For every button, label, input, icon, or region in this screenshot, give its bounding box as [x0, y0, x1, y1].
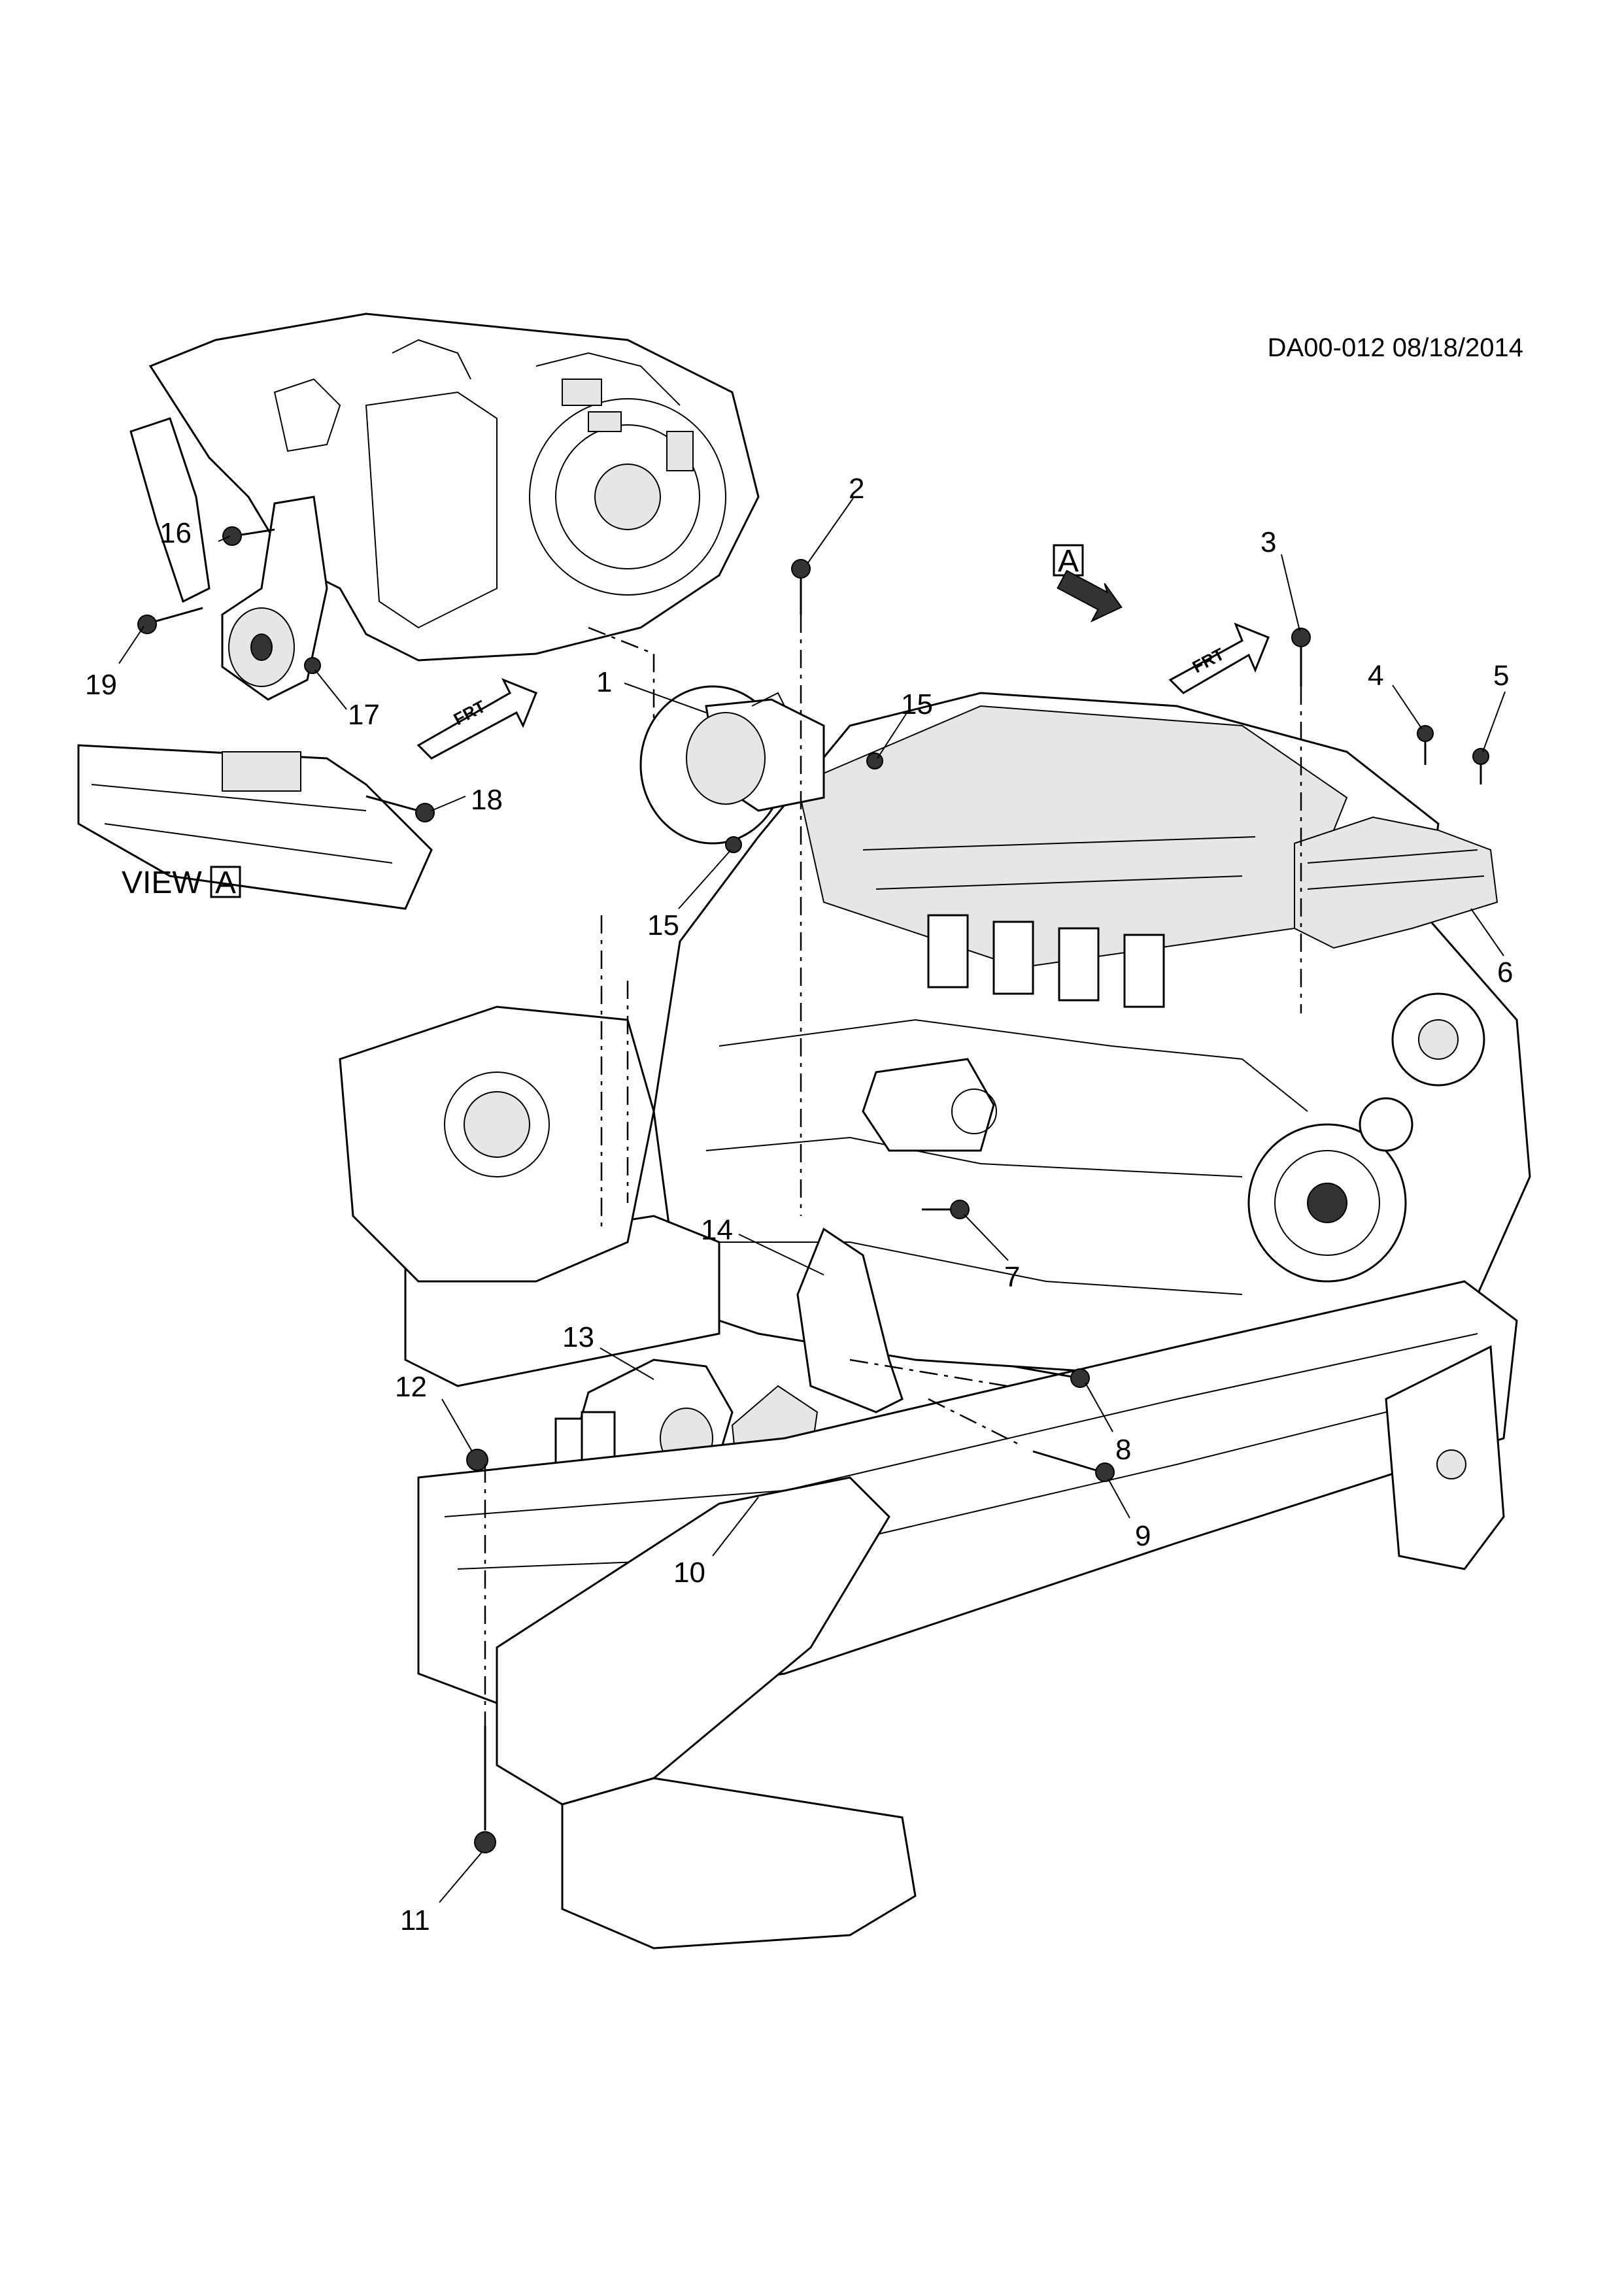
bolt-8 [1013, 1365, 1090, 1388]
view-a-arrow-icon: A [1053, 544, 1123, 623]
callout-12: 12 [395, 1371, 427, 1403]
callout-4: 4 [1368, 660, 1383, 692]
callout-1: 1 [596, 666, 612, 698]
view-a-label: VIEW [122, 866, 202, 900]
callout-11: 11 [400, 1904, 430, 1936]
callout-7: 7 [1004, 1261, 1020, 1293]
frt-arrow-icon: FRT [416, 678, 537, 760]
bolt-3 [1291, 628, 1311, 686]
bolt-15-lower [725, 836, 742, 853]
reference-code: DA00-012 08/18/2014 [1268, 333, 1523, 362]
bolt-18 [365, 795, 435, 822]
bolt-7 [922, 1200, 970, 1219]
callout-18: 18 [471, 784, 503, 816]
frt-arrow-main-icon: FRT [1168, 622, 1270, 694]
nut-12 [466, 1449, 488, 1471]
callout-16: 16 [160, 517, 192, 549]
callout-3: 3 [1260, 526, 1276, 558]
callout-13: 13 [562, 1321, 594, 1353]
callout-19: 19 [85, 669, 117, 701]
view-a-letter: A [215, 866, 236, 900]
bolt-19 [137, 607, 203, 634]
view-a-inset: FRT VIEW A [77, 312, 760, 910]
bolt-11 [474, 1726, 496, 1853]
callout-15-lower: 15 [647, 909, 679, 941]
callout-6: 6 [1497, 956, 1513, 988]
bolt-9 [1032, 1450, 1115, 1482]
callout-5: 5 [1493, 660, 1509, 692]
bolt-5 [1472, 748, 1489, 785]
callout-14: 14 [701, 1214, 733, 1246]
bolt-15-upper [866, 752, 883, 769]
bolt-2 [791, 559, 811, 615]
callout-17: 17 [348, 699, 380, 731]
callout-8: 8 [1115, 1434, 1131, 1466]
view-a-letter-box [210, 866, 241, 898]
callout-9: 9 [1135, 1520, 1151, 1552]
nut-17 [304, 657, 321, 674]
callout-2: 2 [849, 473, 864, 505]
leader-lines [118, 498, 1506, 1903]
callout-10: 10 [673, 1557, 705, 1589]
main-assembly: FRT A [339, 544, 1531, 1950]
bolt-4 [1417, 725, 1434, 765]
bolt-16 [222, 526, 275, 546]
callout-numbers: 1 2 3 4 5 6 7 8 9 10 11 12 13 14 15 15 1… [85, 473, 1513, 1936]
callout-15-upper: 15 [901, 688, 933, 720]
